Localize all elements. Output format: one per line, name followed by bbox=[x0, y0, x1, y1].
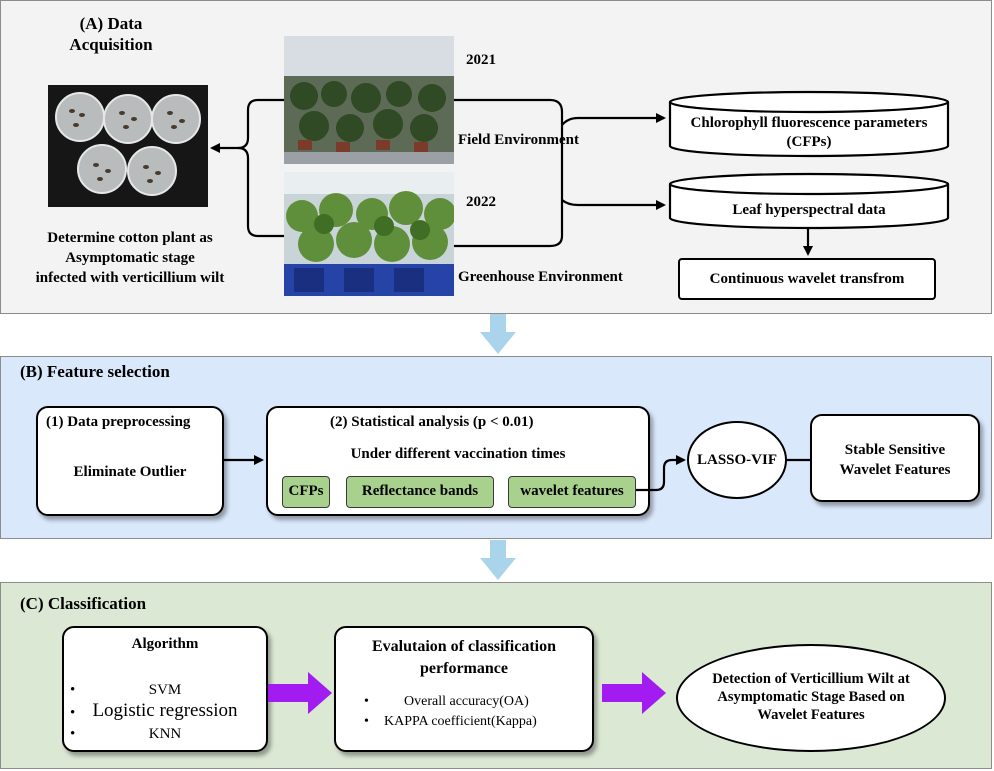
cwt-label: Continuous wavelet transfrom bbox=[709, 271, 905, 287]
purple-arrow-1 bbox=[268, 672, 332, 714]
panel-a-connectors bbox=[210, 98, 813, 256]
year-2022-label: 2022 bbox=[466, 194, 496, 210]
detect-line1: Detection of Verticillium Wilt at bbox=[712, 671, 910, 687]
algorithm-logistic-regression: Logistic regression bbox=[92, 700, 238, 721]
tag-reflectance-bands: Reflectance bands bbox=[346, 476, 494, 508]
stable-line2: Wavelet Features bbox=[839, 462, 951, 478]
hyperspectral-database: Leaf hyperspectral data bbox=[668, 172, 950, 230]
detect-line3: Wavelet Features bbox=[757, 707, 865, 723]
bracket-to-dish-bottom bbox=[237, 146, 284, 238]
petri-dish-photo bbox=[48, 85, 208, 207]
evaluation-oa: Overall accuracy(OA) bbox=[404, 694, 529, 709]
field-image bbox=[284, 36, 454, 164]
stable-features-box: Stable Sensitive Wavelet Features bbox=[810, 414, 980, 502]
arrow-to-cfp bbox=[561, 113, 666, 126]
arrow-to-hyperspectral bbox=[561, 199, 666, 210]
step1-body: Eliminate Outlier bbox=[73, 464, 187, 480]
lasso-vif-label: LASSO-VIF bbox=[696, 452, 778, 468]
lasso-vif-node: LASSO-VIF bbox=[687, 421, 787, 499]
panel-a-title: (A) Data Acquisition bbox=[46, 13, 176, 55]
algorithm-item-knn: • KNN bbox=[64, 726, 266, 743]
cfp-database: Chlorophyll fluorescence parameters (CFP… bbox=[668, 90, 950, 158]
greenhouse-environment-label: Greenhouse Environment bbox=[458, 269, 623, 285]
bullet-icon: • bbox=[70, 726, 76, 742]
hyperspectral-label: Leaf hyperspectral data bbox=[732, 202, 886, 218]
evaluation-box: Evalutaion of classification performance… bbox=[334, 626, 594, 752]
stable-line1: Stable Sensitive bbox=[844, 442, 946, 458]
petri-dish-image bbox=[48, 85, 208, 207]
panel-a-title-line2: Acquisition bbox=[69, 35, 153, 54]
detect-line2: Asymptomatic Stage Based on bbox=[717, 689, 905, 705]
panel-c-title: (C) Classification bbox=[20, 594, 147, 613]
bullet-icon: • bbox=[70, 682, 76, 698]
cwt-box: Continuous wavelet transfrom bbox=[678, 258, 936, 300]
tag-cfps: CFPs bbox=[282, 476, 330, 508]
field-environment-label: Field Environment bbox=[458, 132, 579, 148]
evaluation-title-line2: performance bbox=[420, 660, 508, 677]
determine-line3: infected with verticillium wilt bbox=[35, 270, 225, 286]
panel-b-title: (B) Feature selection bbox=[20, 362, 170, 381]
panel-b-connectors bbox=[224, 455, 810, 492]
step2-title: (2) Statistical analysis (p < 0.01) bbox=[330, 414, 534, 430]
algorithm-item-svm: • SVM bbox=[64, 682, 266, 699]
data-preprocessing-box: (1) Data preprocessing Eliminate Outlier bbox=[36, 406, 224, 516]
panel-a-title-line1: (A) Data bbox=[79, 14, 143, 33]
step2-subtitle: Under different vaccination times bbox=[350, 446, 566, 462]
bracket-to-dish-top bbox=[210, 98, 284, 153]
evaluation-item-kappa: • KAPPA coefficient(Kappa) bbox=[364, 714, 592, 730]
determine-line2: Asymptomatic stage bbox=[65, 250, 195, 266]
determine-text: Determine cotton plant as Asymptomatic s… bbox=[15, 228, 245, 288]
evaluation-item-oa: • Overall accuracy(OA) bbox=[364, 694, 592, 710]
bullet-icon: • bbox=[364, 714, 369, 729]
cfp-line1: Chlorophyll fluorescence parameters bbox=[690, 115, 928, 131]
determine-line1: Determine cotton plant as bbox=[47, 230, 213, 246]
algorithm-title: Algorithm bbox=[131, 636, 199, 652]
greenhouse-image bbox=[284, 172, 454, 296]
evaluation-kappa: KAPPA coefficient(Kappa) bbox=[384, 714, 537, 729]
bullet-icon: • bbox=[364, 694, 369, 709]
evaluation-title: Evalutaion of classification performance bbox=[336, 636, 592, 680]
field-photo bbox=[284, 36, 454, 164]
algorithm-item-logistic: • Logistic regression bbox=[64, 700, 266, 722]
flow-arrow-a-to-b bbox=[480, 314, 516, 354]
greenhouse-photo bbox=[284, 172, 454, 296]
arrow-wavelet-to-lasso bbox=[636, 455, 686, 492]
tag-wavelet-features: wavelet features bbox=[508, 476, 636, 508]
evaluation-title-line1: Evalutaion of classification bbox=[371, 638, 556, 655]
step1-title: (1) Data preprocessing bbox=[46, 414, 191, 430]
algorithm-knn: KNN bbox=[148, 726, 182, 742]
algorithm-box: Algorithm • SVM • Logistic regression • … bbox=[62, 626, 268, 752]
year-2021-label: 2021 bbox=[466, 52, 496, 68]
right-bracket bbox=[454, 98, 564, 248]
purple-arrow-2 bbox=[602, 672, 666, 714]
detection-result-ellipse: Detection of Verticillium Wilt at Asympt… bbox=[676, 644, 946, 752]
cfp-line2: (CFPs) bbox=[786, 134, 832, 150]
hyperspectral-cylinder-icon bbox=[668, 172, 950, 230]
cfp-cylinder-icon bbox=[668, 90, 950, 158]
algorithm-svm: SVM bbox=[148, 682, 182, 698]
bullet-icon: • bbox=[70, 705, 76, 721]
flow-arrow-b-to-c bbox=[480, 540, 516, 580]
